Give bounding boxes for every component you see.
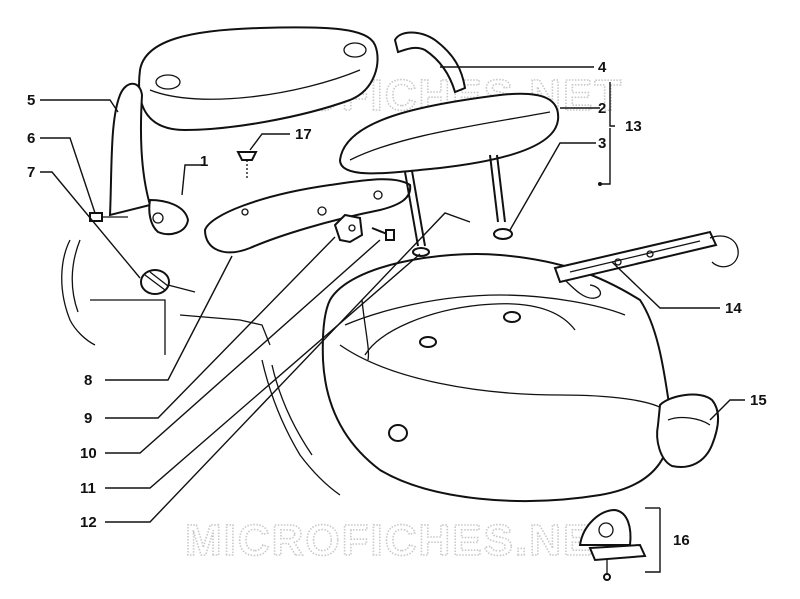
latch-bracket — [578, 508, 647, 581]
backrest-bracket — [108, 82, 190, 236]
callout-labels: 1 2 3 4 5 6 7 8 9 10 11 12 13 14 15 16 1… — [27, 59, 767, 549]
screw-10 — [371, 227, 395, 241]
rear-cushion — [338, 92, 560, 257]
bolt-6 — [89, 212, 128, 222]
callout-2: 2 — [598, 100, 606, 117]
clip-9 — [333, 213, 364, 244]
callout-11: 11 — [80, 480, 96, 497]
leader-lines — [40, 66, 745, 573]
callout-15: 15 — [750, 392, 767, 409]
callout-13: 13 — [625, 118, 642, 135]
callout-5: 5 — [27, 92, 35, 109]
bolt-17 — [236, 151, 258, 180]
callout-4: 4 — [598, 59, 607, 76]
callout-12: 12 — [80, 514, 97, 531]
callout-14: 14 — [725, 300, 742, 317]
callout-8: 8 — [84, 372, 92, 389]
support-bar — [203, 178, 412, 254]
main-seat — [321, 253, 672, 503]
seat-rail — [553, 230, 739, 299]
callout-10: 10 — [80, 445, 97, 462]
callout-16: 16 — [673, 532, 690, 549]
callout-1: 1 — [200, 153, 208, 170]
callout-9: 9 — [84, 410, 92, 427]
knob — [140, 269, 196, 295]
callout-7: 7 — [27, 164, 35, 181]
backrest-pad — [138, 26, 379, 132]
callout-6: 6 — [27, 130, 35, 147]
callout-17: 17 — [295, 126, 312, 143]
watermark-bottom: MICROFICHES.NET — [185, 516, 623, 565]
rear-pad — [656, 393, 719, 468]
grab-handle — [393, 31, 467, 94]
callout-3: 3 — [598, 135, 606, 152]
